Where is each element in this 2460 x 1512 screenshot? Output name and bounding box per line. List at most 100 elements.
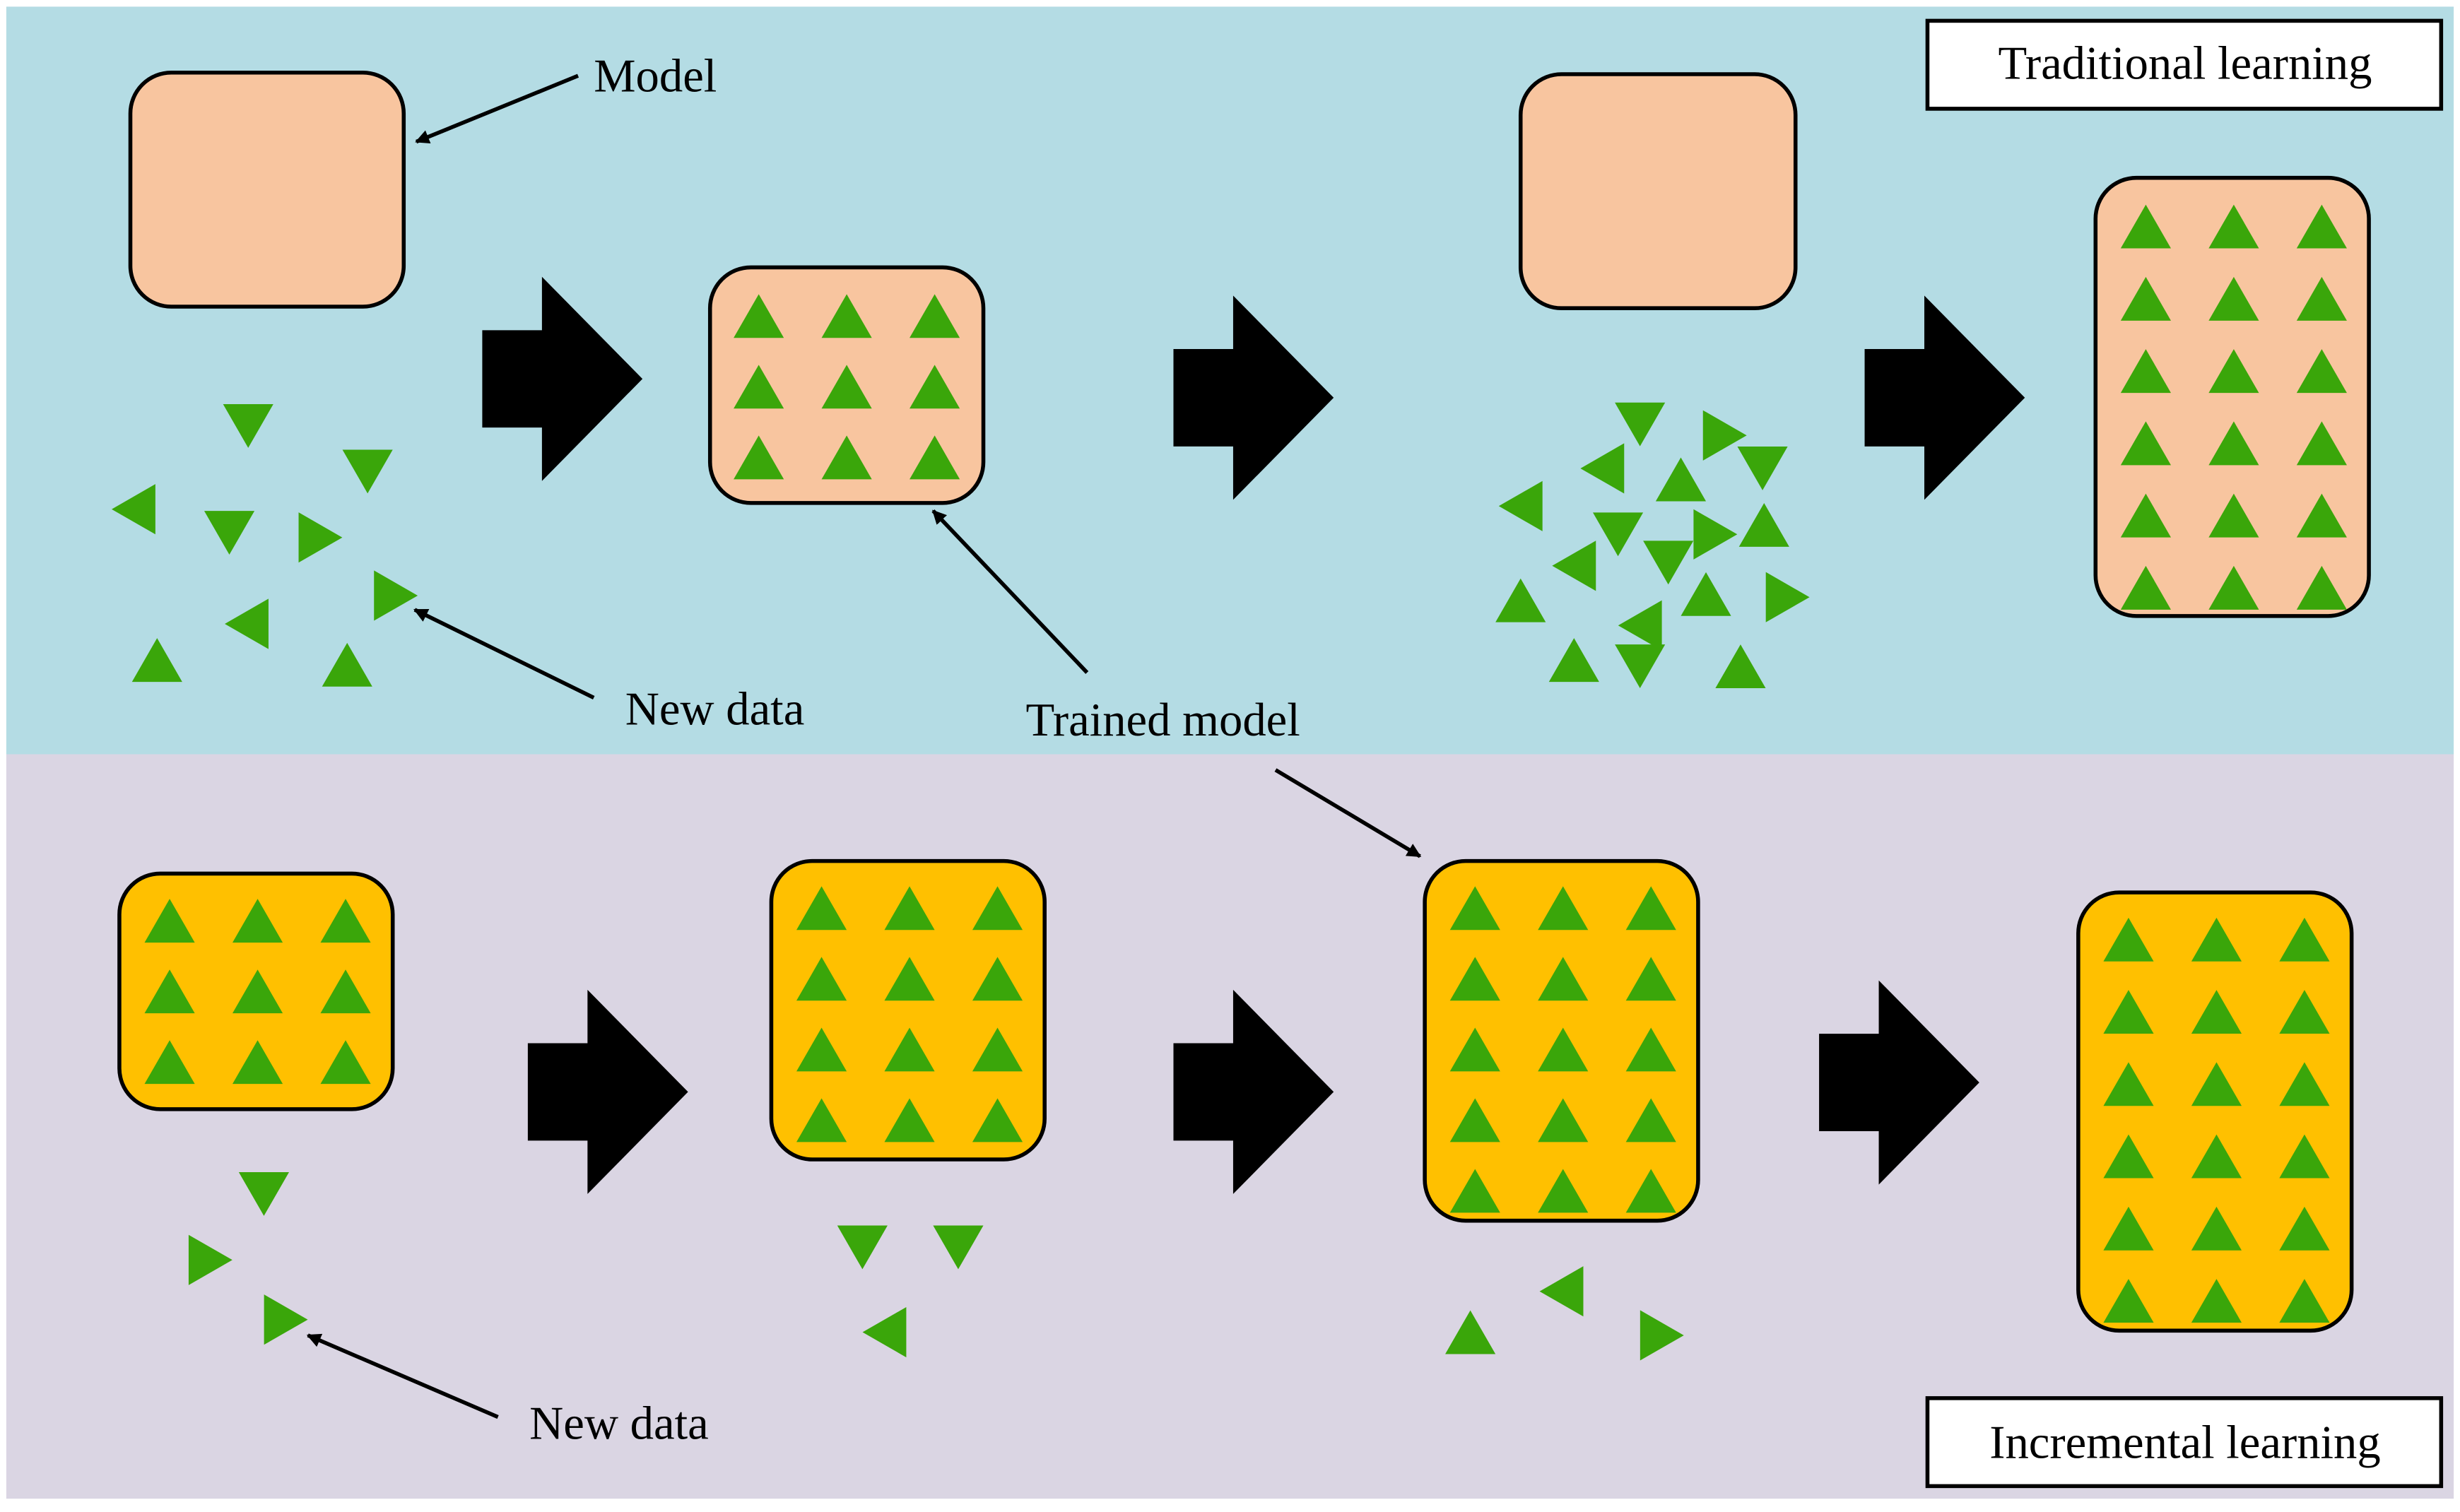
learned-data-triangle [2296, 204, 2347, 249]
learned-data-triangle [1449, 1027, 1500, 1072]
new-data-triangle [238, 1171, 290, 1216]
learned-data-triangle [320, 899, 371, 943]
learned-data-triangle [884, 1027, 935, 1072]
learned-data-triangle [972, 1098, 1023, 1142]
new-data-triangle [374, 570, 418, 621]
learned-data-triangle [2191, 917, 2242, 962]
learned-data-triangle [1625, 1169, 1676, 1213]
learned-data-triangle [2120, 204, 2171, 249]
learned-data-triangle [972, 1027, 1023, 1072]
new-data-triangle [204, 511, 255, 555]
new-data-triangle [1498, 480, 1543, 531]
new-data-triangle [1445, 1310, 1496, 1354]
learned-data-triangle [910, 365, 960, 409]
learned-data-triangle [821, 294, 872, 338]
new-data-triangle [1539, 1266, 1584, 1317]
new-data-triangle [1643, 541, 1694, 585]
learned-data-triangle [2120, 565, 2171, 610]
new-data-triangle [342, 449, 393, 494]
learned-data-triangle [734, 435, 784, 480]
new-data-triangle [188, 1234, 233, 1285]
learned-data-triangle [2103, 1279, 2154, 1323]
untrained-model-box [128, 70, 406, 309]
learned-data-triangle [1538, 886, 1589, 931]
learned-data-triangle [972, 957, 1023, 1001]
new-data-triangle [223, 403, 273, 448]
learned-data-triangle [2296, 421, 2347, 466]
new-data-triangle [1548, 638, 1599, 683]
learned-data-triangle [232, 899, 283, 943]
new-data-triangle [112, 484, 155, 535]
process-arrow [1864, 295, 2025, 500]
learned-data-triangle [2296, 493, 2347, 538]
retrained-model-box [2093, 175, 2371, 618]
process-arrow [1819, 980, 1979, 1185]
learned-data-triangle [2103, 1134, 2154, 1179]
new-data-triangle [131, 638, 182, 683]
new-data-triangle [264, 1294, 308, 1345]
new-data-triangle [933, 1225, 984, 1270]
learned-data-triangle [1449, 886, 1500, 931]
learned-data-triangle [2120, 349, 2171, 394]
trained-model-callout-arrow-top [931, 509, 1089, 674]
learned-data-triangle [796, 1027, 847, 1072]
learned-data-triangle [796, 957, 847, 1001]
learned-data-triangle [320, 969, 371, 1014]
learned-data-triangle [884, 1098, 935, 1142]
learned-data-triangle [1538, 1027, 1589, 1072]
new-data-bottom-callout-arrow [306, 1333, 499, 1419]
incremental-model-box [769, 858, 1047, 1162]
learned-data-triangle [734, 365, 784, 409]
process-arrow [482, 276, 643, 481]
learned-data-triangle [2208, 349, 2259, 394]
learned-data-triangle [2191, 1206, 2242, 1251]
new-data-triangle [1580, 443, 1625, 494]
model-label: Model [594, 50, 717, 102]
learned-data-triangle [2208, 276, 2259, 321]
learned-data-triangle [1625, 886, 1676, 931]
learned-data-triangle [2120, 276, 2171, 321]
process-arrow [1173, 295, 1334, 500]
learned-data-triangle [144, 899, 195, 943]
learned-data-triangle [884, 886, 935, 931]
learned-data-triangle [1625, 1098, 1676, 1142]
traditional-learning-title-box [1925, 18, 2444, 111]
new-data-triangle [837, 1225, 888, 1270]
new-data-triangle [1640, 1310, 1684, 1361]
learned-data-triangle [884, 957, 935, 1001]
learned-data-triangle [2208, 421, 2259, 466]
new-data-triangle [1693, 509, 1738, 560]
new-data-triangle [1618, 600, 1662, 651]
learned-data-triangle [144, 969, 195, 1014]
traditional-learning-title: Traditional learning [1999, 38, 2372, 90]
new-data-triangle [1495, 578, 1546, 622]
learned-data-triangle [2120, 421, 2171, 466]
model-callout-arrow [415, 73, 579, 144]
learned-data-triangle [1538, 957, 1589, 1001]
trained-model-callout-arrow-bottom [1274, 768, 1422, 858]
learned-data-triangle [910, 294, 960, 338]
untrained-model-box [1518, 72, 1798, 310]
learned-data-triangle [2279, 990, 2330, 1034]
new-data-triangle [1681, 572, 1731, 616]
learned-data-triangle [232, 1040, 283, 1085]
learned-data-triangle [796, 1098, 847, 1142]
incremental-model-box [2076, 890, 2354, 1333]
learned-data-triangle [2103, 1206, 2154, 1251]
new-data-triangle [862, 1306, 907, 1358]
learned-data-triangle [2279, 1134, 2330, 1179]
learned-data-triangle [2296, 349, 2347, 394]
learned-data-triangle [1538, 1169, 1589, 1213]
learned-data-triangle [232, 969, 283, 1014]
learned-data-triangle [1449, 957, 1500, 1001]
new-data-triangle [1655, 457, 1707, 502]
learned-data-triangle [821, 365, 872, 409]
new-data-label-top: New data [625, 683, 805, 735]
learned-data-triangle [2279, 1206, 2330, 1251]
learned-data-triangle [2208, 204, 2259, 249]
learned-data-triangle [2103, 990, 2154, 1034]
learned-data-triangle [2120, 493, 2171, 538]
learned-data-triangle [2191, 990, 2242, 1034]
